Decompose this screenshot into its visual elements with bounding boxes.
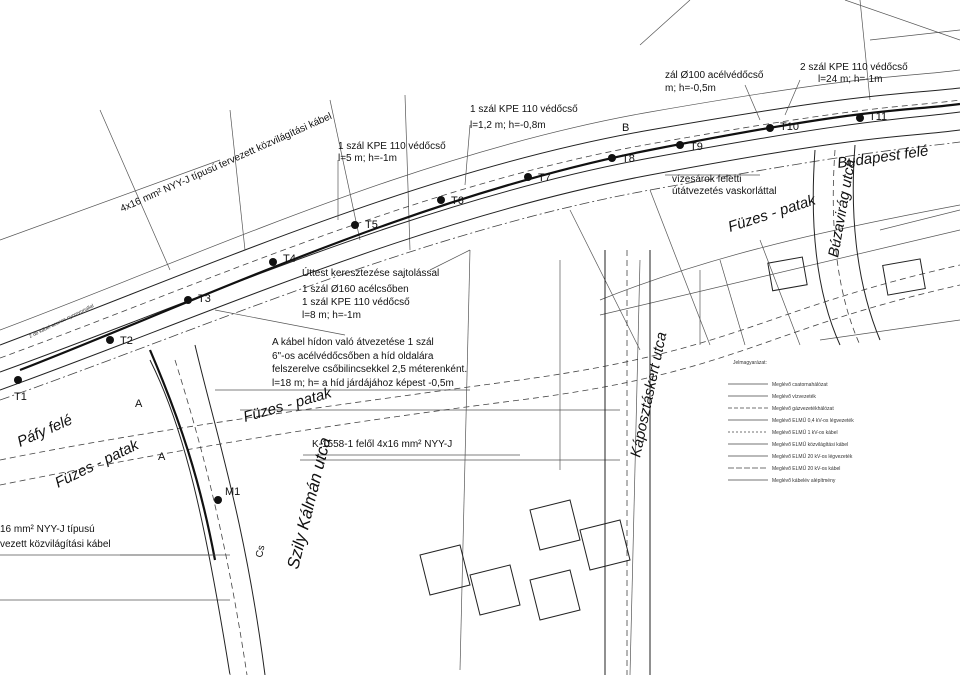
bridge-note-1: A kábel hídon való átvezetése 1 szál — [272, 337, 434, 348]
road-crossing-note-4: l=8 m; h=-1m — [302, 310, 361, 321]
road-crossing-note-1: Úttest keresztezése sajtolással — [302, 266, 439, 279]
pole-T6: T6 — [437, 195, 464, 207]
kpe-two-note: 2 szál KPE 110 védőcső — [800, 62, 908, 73]
legend: Jelmagyarázat: Meglévő csatornahálózat M… — [728, 360, 854, 484]
pole-label-T11: T11 — [869, 111, 887, 123]
buzavirag-road — [812, 144, 881, 346]
legend-row-8: Meglévő ELMŰ 20 kV-os kábel — [728, 465, 840, 472]
poles: T1 T2 T3 T4 T5 T6 T7 T8 T9 T10 T11 M1 — [14, 111, 887, 504]
legend-item-8: Meglévő ELMŰ 20 kV-os kábel — [772, 465, 840, 472]
pole-T10: T10 — [766, 121, 799, 133]
partial-top-note: 1 szál KPE 110 védőcső — [470, 104, 578, 115]
legend-item-9: Meglévő kábelév alépítmény — [772, 478, 836, 484]
section-marker-a-upper: A — [135, 398, 143, 410]
legend-item-7: Meglévő ELMŰ 20 kV-os légvezeték — [772, 453, 853, 460]
legend-row-7: Meglévő ELMŰ 20 kV-os légvezeték — [728, 453, 853, 460]
legend-item-2: Meglévő vízvezeték — [772, 394, 816, 400]
legend-row-3: Meglévő gázvezetékhálózat — [728, 406, 834, 412]
pole-label-T4: T4 — [283, 253, 296, 265]
pole-T4: T4 — [269, 253, 296, 266]
legend-row-5: Meglévő ELMŰ 1 kV-os kábel — [728, 429, 838, 436]
acel-top-right-length: m; h=-0,5m — [665, 83, 716, 94]
pole-T1: T1 — [14, 376, 27, 403]
pole-T7: T7 — [524, 172, 551, 184]
legend-item-3: Meglévő gázvezetékhálózat — [772, 406, 834, 412]
kaposztas-road — [604, 250, 651, 675]
lower-left-note-2: vezett közvilágítási kábel — [0, 539, 111, 550]
ditch-crossing-note-2: útátvezetés vaskorláttal — [672, 186, 777, 197]
legend-row-4: Meglévő ELMŰ 0,4 kV-os légvezeték — [728, 417, 854, 424]
pole-label-M1: M1 — [225, 486, 240, 498]
pole-label-T10: T10 — [780, 121, 799, 133]
buildings — [419, 256, 926, 621]
legend-row-9: Meglévő kábelév alépítmény — [728, 478, 836, 484]
bridge-note-4: l=18 m; h= a híd járdájához képest -0,5m — [272, 378, 454, 389]
pole-T3: T3 — [184, 293, 211, 305]
creek — [0, 204, 960, 486]
legend-title: Jelmagyarázat: — [733, 360, 767, 366]
k1558-note: K-1558-1 felől 4x16 mm² NYY-J — [312, 439, 452, 450]
section-marker-b: B — [622, 122, 629, 134]
lower-left-note-1: 16 mm² NYY-J típusú — [0, 524, 95, 535]
pole-label-T7: T7 — [538, 172, 551, 184]
pole-label-T2: T2 — [120, 335, 133, 347]
legend-item-6: Meglévő ELMŰ közvilágítási kábel — [772, 441, 848, 448]
legend-item-4: Meglévő ELMŰ 0,4 kV-os légvezeték — [772, 417, 854, 424]
pole-T11: T11 — [856, 111, 887, 123]
partial-top-length: l=1,2 m; h=-0,8m — [470, 120, 546, 131]
legend-row-1: Meglévő csatornahálózat — [728, 382, 828, 388]
leader-lines — [120, 79, 801, 556]
kpe-two-length: l=24 m; h=-1m — [818, 74, 882, 85]
pole-T9: T9 — [676, 141, 703, 153]
legend-item-5: Meglévő ELMŰ 1 kV-os kábel — [772, 429, 838, 436]
pole-label-T5: T5 — [365, 219, 378, 231]
bridge-note-2: 6"-os acélvédőcsőben a híd oldalára — [272, 351, 434, 362]
pole-label-T8: T8 — [622, 153, 635, 165]
pole-label-T1: T1 — [14, 391, 27, 403]
side-road — [148, 344, 266, 675]
pole-label-T3: T3 — [198, 293, 211, 305]
legend-row-6: Meglévő ELMŰ közvilágítási kábel — [728, 441, 848, 448]
road-crossing-note-3: 1 szál KPE 110 védőcső — [302, 297, 410, 308]
legend-row-2: Meglévő vízvezeték — [728, 394, 816, 400]
ditch-crossing-note-1: vízesárok feletti — [672, 174, 741, 185]
pole-T8: T8 — [608, 153, 635, 165]
acel-top-right-note: zál Ø100 acélvédőcső — [665, 70, 764, 81]
road-crossing-note-2: 1 szál Ø160 acélcsőben — [302, 284, 409, 295]
main-road — [0, 69, 960, 401]
designed-cable-route — [19, 102, 960, 372]
pole-T5: T5 — [351, 219, 378, 231]
pole-label-T6: T6 — [451, 195, 464, 207]
legend-item-1: Meglévő csatornahálózat — [772, 382, 828, 388]
street-cs: Cs — [254, 544, 267, 558]
bridge-note-3: felszerelve csőbilincsekkel 2,5 méterenk… — [272, 364, 467, 375]
pole-M1: M1 — [214, 486, 240, 504]
kpe-top-note: 1 szál KPE 110 védőcső — [338, 141, 446, 152]
pole-label-T9: T9 — [690, 141, 703, 153]
pole-T2: T2 — [106, 335, 133, 347]
section-marker-a-lower: A — [158, 451, 166, 463]
kpe-top-length: l=5 m; h=-1m — [338, 153, 397, 164]
